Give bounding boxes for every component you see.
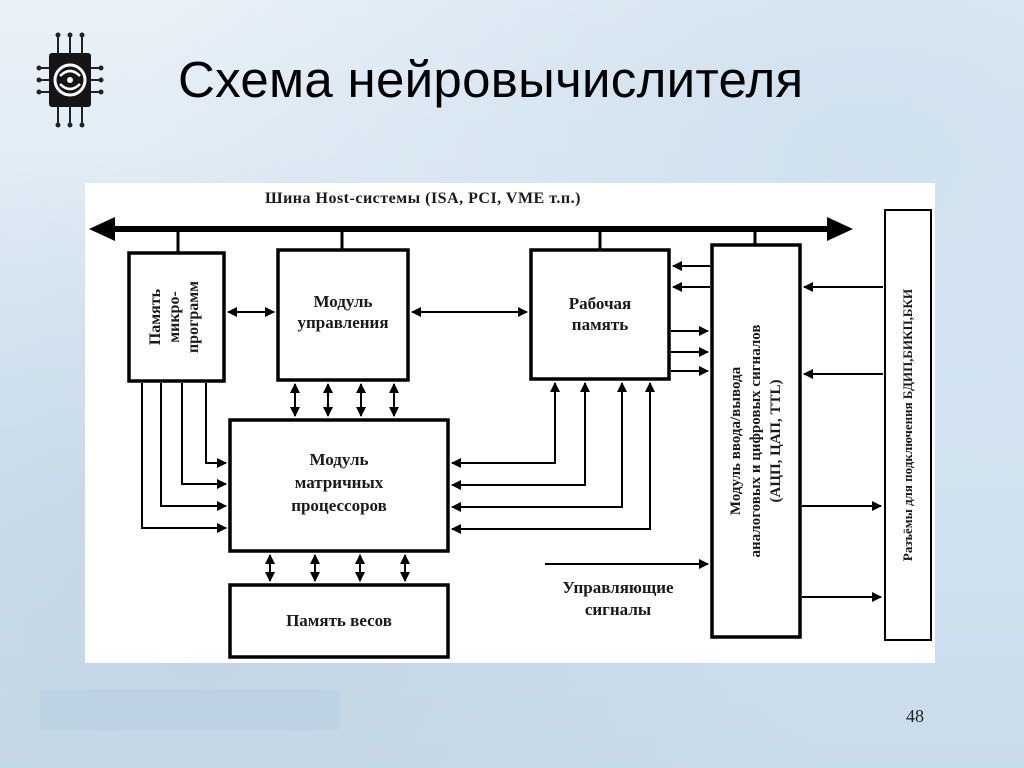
weights-memory-label: Память весов [286, 611, 392, 630]
matrix-processors-block [228, 418, 450, 553]
connectors-block [884, 209, 932, 641]
neurocomputer-diagram: Шина Host-системы (ISA, PCI, VME т.п.) П… [85, 183, 935, 663]
weights-memory-block [228, 583, 450, 659]
working-matrix-arrow [451, 382, 627, 512]
page-number: 48 [906, 706, 924, 726]
host-bus-label: Шина Host-системы (ISA, PCI, VME т.п.) [265, 190, 581, 207]
working-matrix-arrow [451, 382, 655, 534]
io-module-block [710, 243, 802, 639]
control-module-label: Модуль управления [297, 292, 389, 332]
connectors-label: Разъёмы для подключения БДИП,БИКП,БКИ [900, 288, 915, 562]
microprogram-memory-block [127, 251, 226, 383]
working-memory-label: Рабочая память [568, 294, 632, 334]
matrix-processors-label: Модуль матричных процессоров [291, 450, 387, 515]
io-module-label: Модуль ввода/вывода аналоговых и цифровы… [728, 324, 784, 558]
working-memory-block [529, 248, 671, 381]
mp-matrix-arrow [141, 383, 227, 533]
background-decoration [40, 690, 340, 730]
slide-title: Схема нейровычислителя [178, 51, 804, 108]
control-module-block [276, 248, 410, 382]
working-matrix-arrow [451, 382, 590, 490]
microprogram-memory-label: Память микро- программ [147, 280, 202, 354]
mp-matrix-arrow [205, 383, 227, 468]
diagram-graphics [89, 209, 932, 659]
mp-matrix-arrow [181, 383, 227, 489]
mp-matrix-arrow [160, 383, 227, 511]
host-bus [89, 217, 853, 253]
neural-chip-icon [36, 32, 104, 128]
control-signals-label: Управляющие сигналы [562, 578, 674, 619]
working-matrix-arrow [451, 382, 560, 468]
